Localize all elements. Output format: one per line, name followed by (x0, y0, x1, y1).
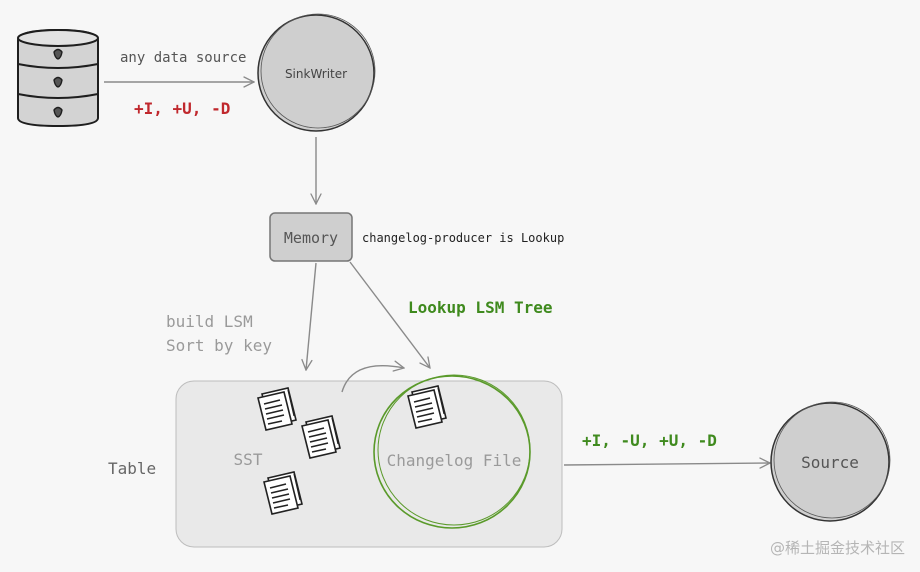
sst-file-icon (263, 471, 303, 515)
changelog-file-icon (407, 385, 447, 429)
memory-label: Memory (284, 229, 338, 247)
changelog-producer-label: changelog-producer is Lookup (362, 231, 564, 245)
table-label: Table (108, 459, 156, 478)
arrow-table-to-source (563, 463, 770, 465)
sort-by-key-label: Sort by key (166, 336, 272, 355)
sst-label: SST (234, 450, 263, 469)
sinkwriter-node: SinkWriter (257, 13, 376, 132)
database-icon (17, 28, 99, 128)
sinkwriter-label: SinkWriter (285, 67, 347, 81)
arrow-memory-to-sst (306, 262, 317, 370)
memory-node: Memory (269, 212, 353, 262)
arrow-sst-to-changelog (341, 366, 404, 393)
build-lsm-label: build LSM (166, 312, 253, 331)
source-label: Source (801, 453, 859, 472)
watermark: @稀土掘金技术社区 (770, 539, 905, 557)
changelog-file-node: Changelog File (373, 374, 531, 529)
lookup-lsm-tree-label: Lookup LSM Tree (408, 298, 553, 317)
changelog-file-label: Changelog File (387, 451, 522, 470)
sst-file-icon (257, 387, 297, 431)
any-data-source-label: any data source (120, 50, 246, 66)
sst-file-icon (301, 415, 341, 459)
output-ops-label: +I, -U, +U, -D (582, 431, 717, 450)
arrow-memory-to-changelog (349, 261, 430, 368)
source-node: Source (770, 401, 891, 522)
input-ops-label: +I, +U, -D (134, 99, 230, 118)
